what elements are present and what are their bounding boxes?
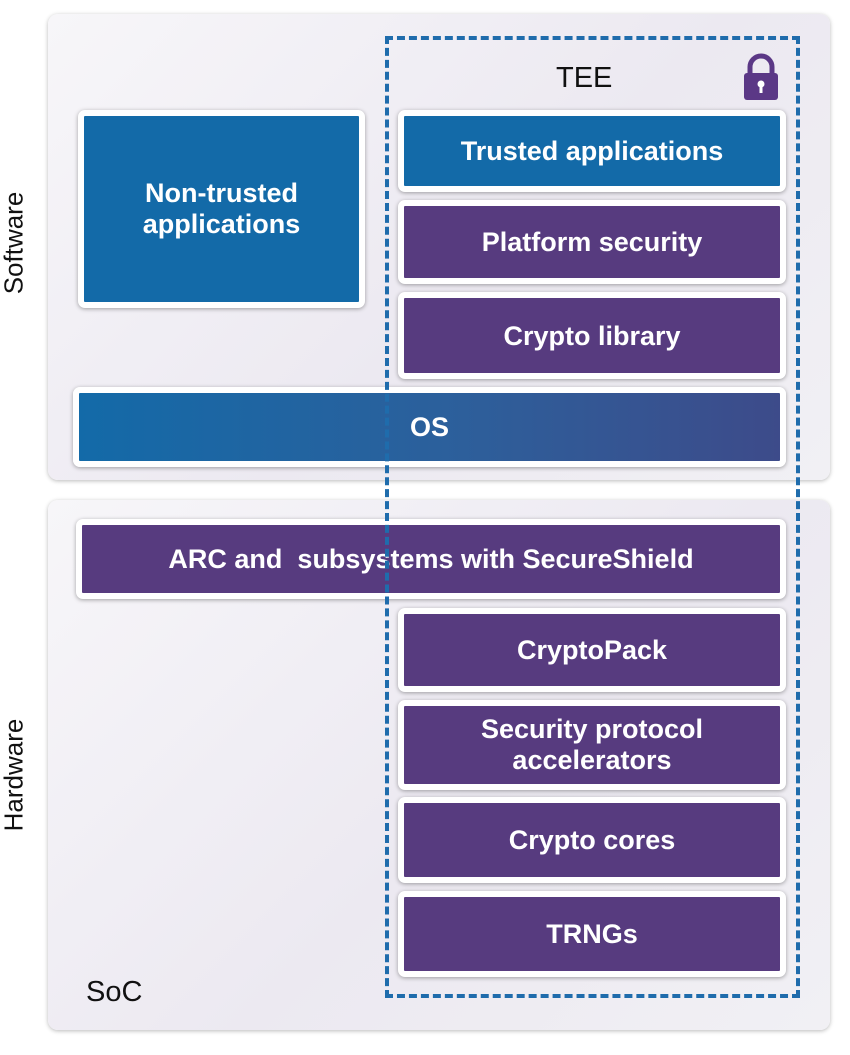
soc-label: SoC	[86, 976, 143, 1008]
arc-secureshield-bar: ARC and subsystems with SecureShield	[76, 519, 786, 599]
lock-icon	[741, 53, 781, 101]
crypto-library-box: Crypto library	[398, 292, 786, 379]
software-label: Software	[0, 191, 29, 295]
crypto-cores-box: Crypto cores	[398, 797, 786, 883]
security-protocol-accelerators-box: Security protocol accelerators	[398, 700, 786, 790]
trusted-applications-box: Trusted applications	[398, 110, 786, 192]
tee-boundary	[385, 36, 800, 998]
os-bar: OS	[73, 387, 786, 467]
non-trusted-line-2: applications	[142, 209, 301, 239]
cryptopack-box: CryptoPack	[398, 608, 786, 692]
security-accel-line-2: accelerators	[512, 745, 672, 775]
hardware-label: Hardware	[0, 718, 29, 832]
non-trusted-applications-box: Non-trusted applications	[78, 110, 365, 308]
security-accel-line-1: Security protocol	[480, 714, 704, 744]
non-trusted-line-1: Non-trusted	[145, 178, 298, 208]
tee-label: TEE	[556, 62, 613, 94]
platform-security-box: Platform security	[398, 200, 786, 284]
trngs-box: TRNGs	[398, 891, 786, 977]
